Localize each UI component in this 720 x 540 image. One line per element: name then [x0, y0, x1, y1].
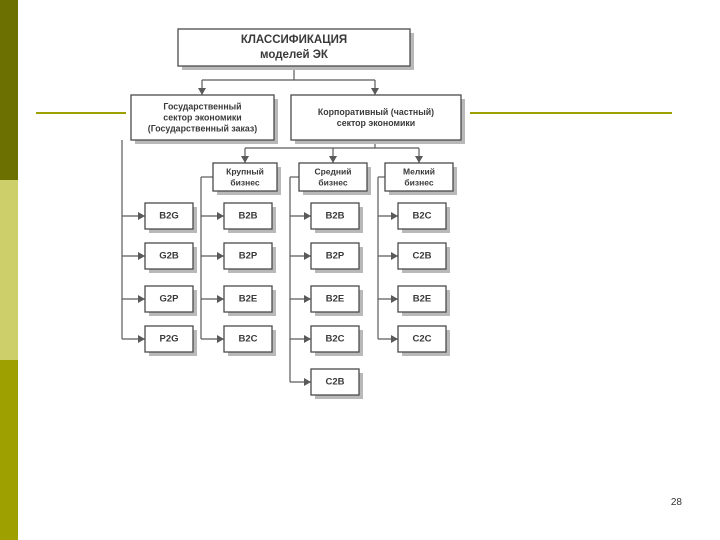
- model-large-1-line-1: B2B: [238, 211, 257, 222]
- corporate-sector-box-line-2: сектор экономики: [337, 118, 415, 128]
- model-large-1: B2B: [223, 202, 276, 233]
- model-large-2: B2P: [223, 242, 276, 273]
- model-small-4-line-1: C2C: [412, 334, 431, 345]
- model-medium-2-line-1: B2P: [326, 251, 345, 262]
- model-small-1: B2C: [397, 202, 450, 233]
- decor-bar-bottom: [0, 360, 18, 540]
- business-large-box-line-1: Крупный: [226, 167, 264, 177]
- model-medium-3: B2E: [310, 285, 363, 316]
- model-government-4: P2G: [144, 325, 197, 356]
- model-medium-1: B2B: [310, 202, 363, 233]
- decor-rule-left: [36, 112, 126, 114]
- model-medium-3-line-1: B2E: [326, 294, 344, 305]
- model-medium-5: C2B: [310, 368, 363, 399]
- business-large-box-line-2: бизнес: [230, 178, 259, 188]
- decor-bar-top: [0, 0, 18, 180]
- model-large-4: B2C: [223, 325, 276, 356]
- model-small-3: B2E: [397, 285, 450, 316]
- government-sector-box-line-1: Государственный: [163, 102, 241, 112]
- root-box-line-2: моделей ЭК: [260, 49, 329, 61]
- model-government-2-line-1: G2B: [159, 251, 179, 262]
- model-government-1-line-1: B2G: [159, 211, 179, 222]
- decor-bar-middle: [0, 180, 18, 360]
- connector-lines: [121, 66, 423, 386]
- model-small-3-line-1: B2E: [413, 294, 431, 305]
- model-large-4-line-1: B2C: [238, 334, 257, 345]
- model-small-2: C2B: [397, 242, 450, 273]
- root-box-line-1: КЛАССИФИКАЦИЯ: [241, 34, 347, 46]
- corporate-sector-box: Корпоративный (частный)сектор экономики: [290, 94, 465, 144]
- model-small-2-line-1: C2B: [412, 251, 431, 262]
- model-government-3: G2P: [144, 285, 197, 316]
- business-small-box-line-2: бизнес: [404, 178, 433, 188]
- business-small-box-line-1: Мелкий: [403, 167, 435, 177]
- government-sector-box-line-3: (Государственный заказ): [148, 124, 257, 134]
- model-large-2-line-1: B2P: [239, 251, 258, 262]
- model-medium-2: B2P: [310, 242, 363, 273]
- model-government-3-line-1: G2P: [159, 294, 179, 305]
- model-small-1-line-1: B2C: [412, 211, 431, 222]
- business-medium-box-line-1: Средний: [314, 167, 351, 177]
- model-large-3: B2E: [223, 285, 276, 316]
- decor-rule-right: [470, 112, 672, 114]
- model-medium-5-line-1: C2B: [325, 377, 344, 388]
- model-government-1: B2G: [144, 202, 197, 233]
- model-large-3-line-1: B2E: [239, 294, 257, 305]
- corporate-sector-box-line-1: Корпоративный (частный): [318, 107, 434, 117]
- model-medium-1-line-1: B2B: [325, 211, 344, 222]
- root-box: КЛАССИФИКАЦИЯ моделей ЭК: [177, 28, 414, 70]
- government-sector-box-line-2: сектор экономики: [163, 113, 241, 123]
- model-medium-4: B2C: [310, 325, 363, 356]
- model-small-4: C2C: [397, 325, 450, 356]
- business-medium-box-line-2: бизнес: [318, 178, 347, 188]
- model-government-4-line-1: P2G: [159, 334, 178, 345]
- model-government-2: G2B: [144, 242, 197, 273]
- model-medium-4-line-1: B2C: [325, 334, 344, 345]
- page-number: 28: [670, 497, 682, 508]
